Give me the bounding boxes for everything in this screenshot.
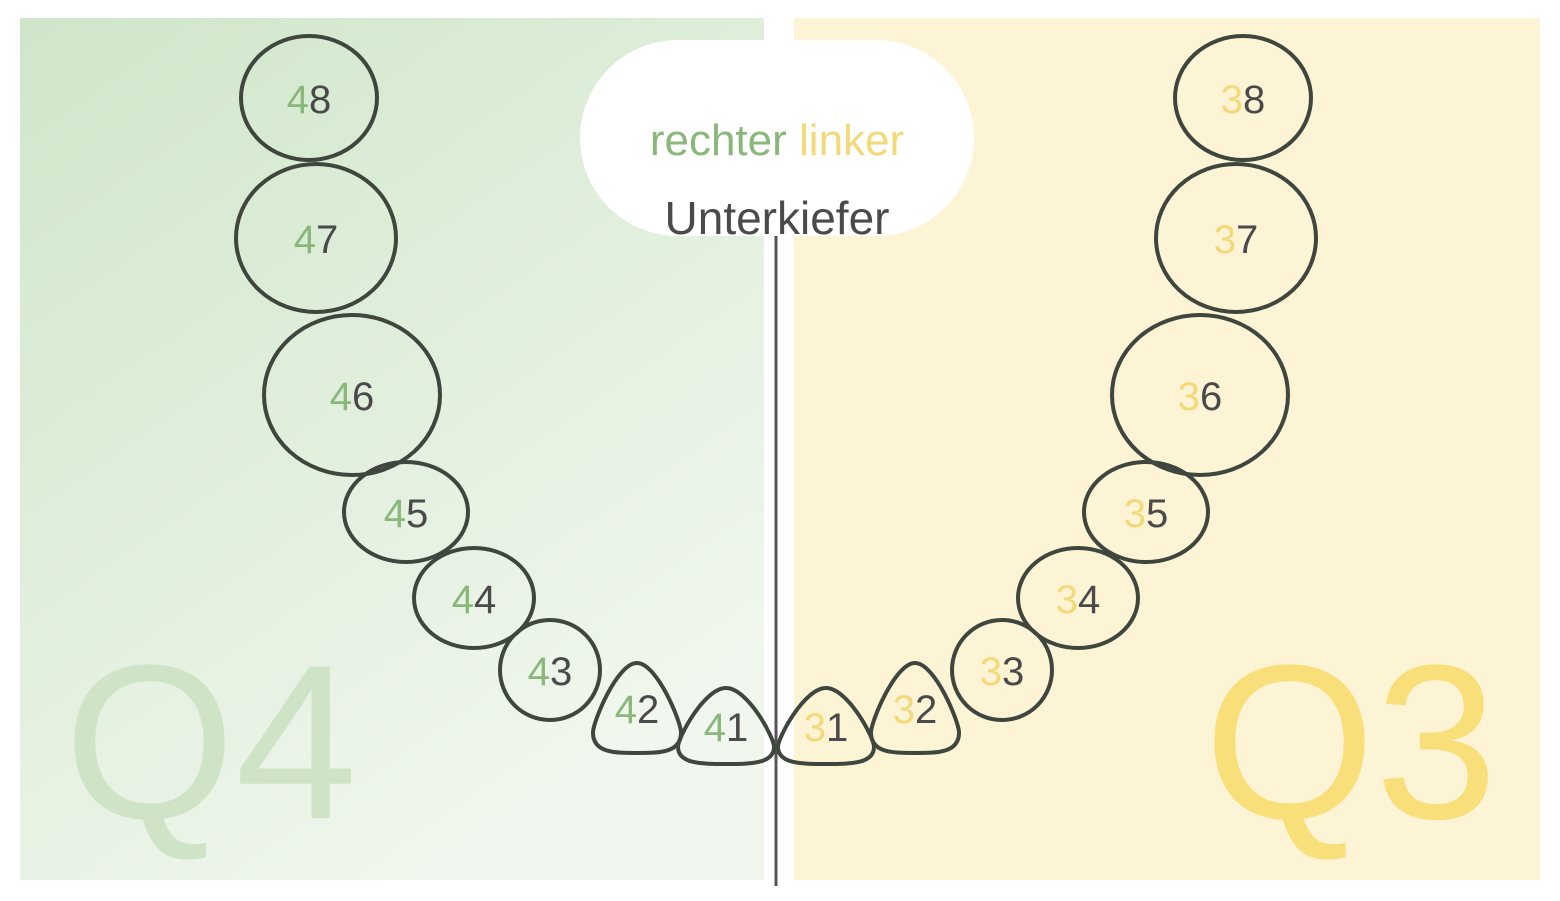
tooth-digit: 2 bbox=[637, 688, 659, 732]
quadrant-digit: 4 bbox=[615, 688, 637, 732]
tooth-outline bbox=[1016, 546, 1140, 650]
tooth-number: 42 bbox=[615, 688, 660, 732]
tooth-number: 45 bbox=[384, 492, 429, 536]
tooth-outline bbox=[498, 618, 602, 722]
tooth-number: 44 bbox=[452, 578, 497, 622]
tooth-outline bbox=[950, 618, 1054, 722]
tooth-number: 35 bbox=[1124, 492, 1169, 536]
tooth-outline bbox=[342, 460, 470, 564]
quadrant-digit: 3 bbox=[980, 650, 1002, 694]
tooth-number: 47 bbox=[294, 218, 339, 262]
tooth-46: 46 bbox=[262, 313, 442, 477]
tooth-outline bbox=[590, 660, 684, 756]
tooth-digit: 5 bbox=[1146, 492, 1168, 536]
tooth-digit: 1 bbox=[726, 706, 748, 750]
tooth-outline bbox=[775, 685, 877, 766]
tooth-35: 35 bbox=[1082, 460, 1210, 564]
quadrant-digit: 4 bbox=[287, 78, 309, 122]
tooth-number: 32 bbox=[893, 688, 938, 732]
tooth-48: 48 bbox=[239, 34, 379, 162]
tooth-outline bbox=[262, 313, 442, 477]
tooth-outline bbox=[239, 34, 379, 162]
side-label: rechter linker bbox=[580, 116, 974, 166]
tooth-digit: 8 bbox=[1243, 78, 1265, 122]
tooth-number: 43 bbox=[528, 650, 573, 694]
quadrant-digit: 3 bbox=[1056, 578, 1078, 622]
tooth-38: 38 bbox=[1173, 34, 1313, 162]
tooth-42: 42 bbox=[590, 660, 684, 756]
tooth-31: 31 bbox=[775, 685, 877, 766]
quadrant-digit: 4 bbox=[704, 706, 726, 750]
tooth-number: 41 bbox=[704, 706, 749, 750]
tooth-outline bbox=[675, 685, 777, 766]
tooth-number: 38 bbox=[1221, 78, 1266, 122]
tooth-33: 33 bbox=[950, 618, 1054, 722]
left-side-word: linker bbox=[799, 116, 905, 165]
tooth-number: 34 bbox=[1056, 578, 1101, 622]
tooth-digit: 3 bbox=[550, 650, 572, 694]
quadrant-digit: 3 bbox=[1124, 492, 1146, 536]
quadrant-digit: 3 bbox=[1214, 218, 1236, 262]
tooth-digit: 2 bbox=[915, 688, 937, 732]
jaw-label-box: rechter linker Unterkiefer bbox=[580, 40, 974, 244]
tooth-digit: 1 bbox=[826, 706, 848, 750]
quadrant-digit: 3 bbox=[1178, 375, 1200, 419]
tooth-digit: 3 bbox=[1002, 650, 1024, 694]
quadrant-digit: 4 bbox=[294, 218, 316, 262]
tooth-number: 31 bbox=[804, 706, 849, 750]
quadrant-label-q4: Q4 bbox=[64, 619, 358, 865]
tooth-outline bbox=[234, 162, 398, 314]
quadrant-digit: 3 bbox=[1221, 78, 1243, 122]
tooth-digit: 4 bbox=[1078, 578, 1100, 622]
tooth-number: 37 bbox=[1214, 218, 1259, 262]
tooth-outline bbox=[1154, 162, 1318, 314]
tooth-43: 43 bbox=[498, 618, 602, 722]
tooth-outline bbox=[412, 546, 536, 650]
tooth-number: 48 bbox=[287, 78, 332, 122]
tooth-number: 46 bbox=[330, 375, 375, 419]
tooth-34: 34 bbox=[1016, 546, 1140, 650]
tooth-digit: 8 bbox=[309, 78, 331, 122]
tooth-45: 45 bbox=[342, 460, 470, 564]
quadrant-label-q3: Q3 bbox=[1204, 619, 1498, 865]
tooth-outline bbox=[1173, 34, 1313, 162]
quadrant-digit: 4 bbox=[384, 492, 406, 536]
tooth-outline bbox=[1110, 313, 1290, 477]
tooth-number: 36 bbox=[1178, 375, 1223, 419]
tooth-37: 37 bbox=[1154, 162, 1318, 314]
tooth-36: 36 bbox=[1110, 313, 1290, 477]
jaw-name: Unterkiefer bbox=[664, 192, 890, 244]
tooth-digit: 6 bbox=[352, 375, 374, 419]
tooth-outline bbox=[868, 660, 962, 756]
tooth-32: 32 bbox=[868, 660, 962, 756]
tooth-digit: 5 bbox=[406, 492, 428, 536]
tooth-number: 33 bbox=[980, 650, 1025, 694]
tooth-44: 44 bbox=[412, 546, 536, 650]
quadrant-digit: 4 bbox=[528, 650, 550, 694]
quadrant-digit: 3 bbox=[804, 706, 826, 750]
quadrant-digit: 4 bbox=[330, 375, 352, 419]
quadrant-digit: 3 bbox=[893, 688, 915, 732]
quadrant-digit: 4 bbox=[452, 578, 474, 622]
tooth-47: 47 bbox=[234, 162, 398, 314]
right-side-word: rechter bbox=[649, 116, 787, 165]
tooth-digit: 7 bbox=[1236, 218, 1258, 262]
tooth-41: 41 bbox=[675, 685, 777, 766]
tooth-outline bbox=[1082, 460, 1210, 564]
tooth-digit: 7 bbox=[316, 218, 338, 262]
tooth-digit: 6 bbox=[1200, 375, 1222, 419]
tooth-digit: 4 bbox=[474, 578, 496, 622]
